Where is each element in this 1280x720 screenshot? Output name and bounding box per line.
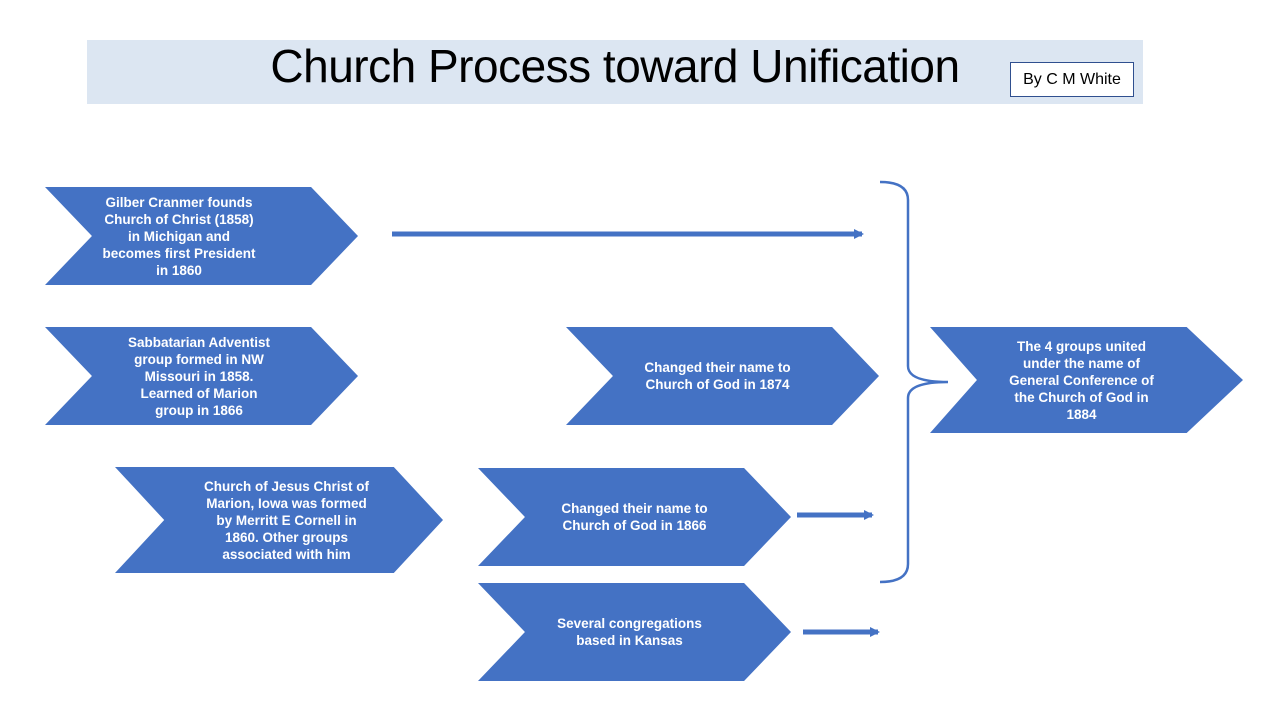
author-box: By C M White	[1010, 62, 1134, 97]
node-cranmer: Gilber Cranmer founds Church of Christ (…	[45, 187, 358, 285]
node-name-1874: Changed their name to Church of God in 1…	[566, 327, 879, 425]
page-title: Church Process toward Unification	[270, 40, 960, 92]
node-sabbatarian: Sabbatarian Adventist group formed in NW…	[45, 327, 358, 425]
brace	[879, 180, 949, 584]
node-kansas: Several congregations based in Kansas	[478, 583, 791, 681]
node-united: The 4 groups united under the name of Ge…	[930, 327, 1243, 433]
title-band	[87, 40, 1143, 104]
node-marion: Church of Jesus Christ of Marion, Iowa w…	[115, 467, 443, 573]
node-name-1866: Changed their name to Church of God in 1…	[478, 468, 791, 566]
